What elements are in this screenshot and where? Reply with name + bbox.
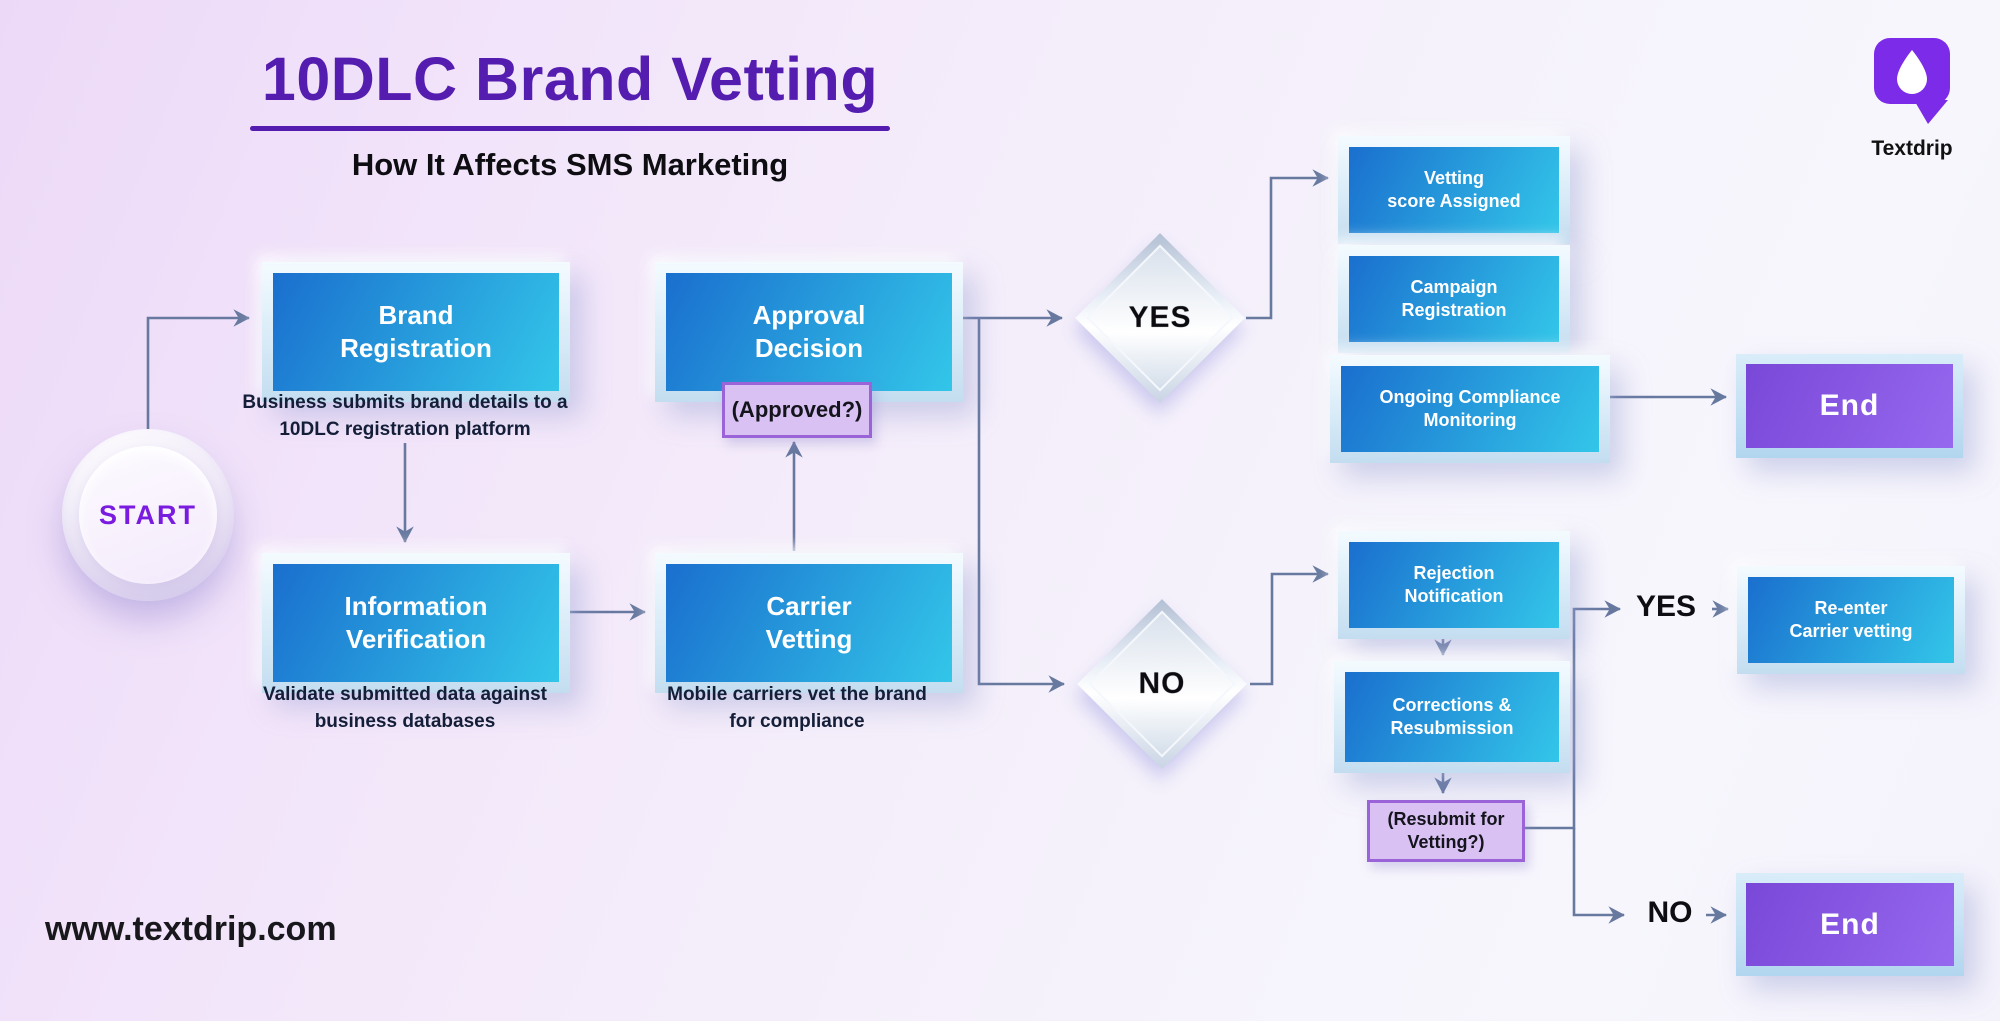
node-brand-registration: Brand Registration [262, 262, 570, 402]
node-vetting-score: Vetting score Assigned [1338, 136, 1570, 244]
node-label: Approval Decision [666, 273, 952, 391]
branch-label-yes: YES [1635, 590, 1697, 623]
node-label: Campaign Registration [1349, 256, 1559, 342]
node-label: Corrections & Resubmission [1345, 672, 1559, 762]
node-label: Vetting score Assigned [1349, 147, 1559, 233]
node-label: Brand Registration [273, 273, 559, 391]
decision-diamond-yes: YES [1075, 233, 1245, 403]
node-information-verification: Information Verification [262, 553, 570, 693]
brand-name: Textdrip [1871, 137, 1953, 160]
caption-carrier-vetting: Mobile carriers vet the brand for compli… [667, 684, 927, 732]
node-label: End [1746, 364, 1953, 448]
note-resubmit: (Resubmit for Vetting?) [1367, 800, 1525, 862]
node-label: Ongoing Compliance Monitoring [1341, 366, 1599, 452]
node-label: Re-enter Carrier vetting [1748, 577, 1954, 663]
node-end-bottom: End [1736, 873, 1964, 976]
diamond-label-yes: YES [1128, 301, 1192, 334]
page-title: 10DLC Brand Vetting [261, 45, 879, 113]
node-corrections-resubmission: Corrections & Resubmission [1334, 661, 1570, 773]
node-approval-decision: Approval Decision [655, 262, 963, 402]
node-label: Carrier Vetting [666, 564, 952, 682]
textdrip-drop-icon [1874, 38, 1950, 124]
caption-information-verification: Validate submitted data against business… [262, 684, 548, 732]
diamond-label-no: NO [1138, 667, 1186, 700]
branch-label-no: NO [1647, 896, 1693, 929]
node-end-top: End [1736, 354, 1963, 458]
start-node: START [62, 429, 234, 601]
node-label: End [1746, 883, 1954, 966]
note-approved: (Approved?) [722, 382, 872, 438]
decision-diamond-no: NO [1077, 599, 1247, 769]
header: 10DLC Brand Vetting How It Affects SMS M… [165, 44, 975, 183]
start-label: START [79, 446, 217, 584]
node-reenter-carrier-vetting: Re-enter Carrier vetting [1737, 566, 1965, 674]
brand-logo: Textdrip [1848, 36, 1976, 161]
caption-brand-registration: Business submits brand details to a 10DL… [242, 392, 568, 440]
node-rejection-notification: Rejection Notification [1338, 531, 1570, 639]
page-subtitle: How It Affects SMS Marketing [351, 147, 789, 182]
node-label: Rejection Notification [1349, 542, 1559, 628]
node-ongoing-compliance: Ongoing Compliance Monitoring [1330, 355, 1610, 463]
node-label: Information Verification [273, 564, 559, 682]
website-url: www.textdrip.com [45, 910, 337, 948]
node-carrier-vetting: Carrier Vetting [655, 553, 963, 693]
node-campaign-registration: Campaign Registration [1338, 245, 1570, 353]
title-underline [250, 126, 890, 131]
